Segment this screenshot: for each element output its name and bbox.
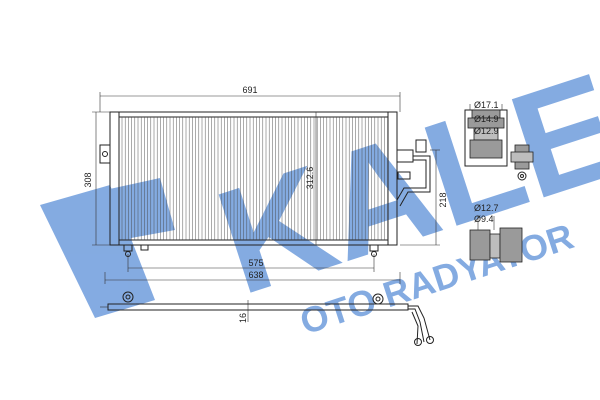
top-view-pipes xyxy=(408,305,434,346)
bottom-mounting-pin-left-2 xyxy=(140,244,149,251)
left-mounting-bracket xyxy=(99,144,111,164)
left-header-tank xyxy=(109,111,120,246)
top-view-bracket-right xyxy=(370,293,386,305)
top-rail xyxy=(118,111,389,118)
top-view-bracket-left xyxy=(120,291,136,305)
condenser-front-view xyxy=(99,111,431,257)
fitting-large-inner-diameter: Ø12.9 xyxy=(474,126,499,136)
fitting-small-outer-diameter: Ø12.7 xyxy=(474,203,499,213)
condenser-top-view xyxy=(100,291,434,346)
pipe-connection xyxy=(396,139,431,207)
kale-watermark: KALE OTO RADYATOR xyxy=(40,40,600,342)
fitting-large-side-view xyxy=(510,144,534,181)
dimension-core-height: 308 xyxy=(83,172,93,187)
dimension-lines: 691 308 312.6 218 575 638 16 xyxy=(83,85,448,323)
right-header-tank xyxy=(387,111,398,246)
dimension-thickness: 16 xyxy=(238,313,248,323)
fitting-detail-small: Ø12.7 Ø9.4 xyxy=(469,203,523,263)
fitting-small-inner-diameter: Ø9.4 xyxy=(474,214,494,224)
dimension-bracket-spacing-inner: 575 xyxy=(248,258,263,268)
fitting-large-mid-diameter: Ø14.9 xyxy=(474,114,499,124)
dimension-bracket-spacing-outer: 638 xyxy=(248,270,263,280)
bottom-rail xyxy=(118,239,389,246)
dimension-overall-width: 691 xyxy=(242,85,257,95)
fitting-large-outer-diameter: Ø17.1 xyxy=(474,100,499,110)
dimension-core-height-inner: 312.6 xyxy=(305,167,315,190)
watermark-logo-shape xyxy=(40,178,175,318)
core-fins xyxy=(121,117,388,240)
fitting-detail-large: Ø17.1 Ø14.9 Ø12.9 xyxy=(464,100,534,181)
dimension-pipe-height: 218 xyxy=(438,192,448,207)
